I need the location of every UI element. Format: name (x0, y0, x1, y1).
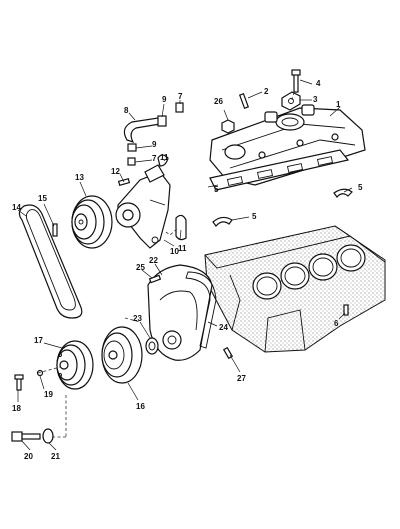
callout-26: 26 (214, 97, 223, 106)
callout-16: 16 (136, 402, 145, 411)
pump-gasket-lower (175, 214, 187, 241)
bolt-25 (148, 274, 162, 284)
water-pump (115, 164, 171, 249)
callout-25: 25 (136, 263, 145, 272)
callout-14: 14 (12, 203, 21, 212)
callout-6: 6 (334, 319, 339, 328)
callout-5b: 5 (358, 183, 363, 192)
leader-lines (17, 79, 353, 451)
engine-block (204, 225, 386, 353)
callout-5c: 5 (252, 212, 257, 221)
manifold-bolt (238, 92, 250, 110)
bolt-18 (16, 377, 22, 391)
callout-9a: 9 (162, 95, 167, 104)
drive-belt (18, 204, 83, 319)
cylinder-bores (252, 244, 366, 300)
callout-3: 3 (313, 95, 318, 104)
water-pump-pulley (71, 195, 113, 249)
callout-11b: 11 (178, 244, 187, 253)
callout-20: 20 (24, 452, 33, 461)
callout-27: 27 (237, 374, 246, 383)
timing-cover (147, 264, 213, 361)
plug-7 (175, 102, 184, 113)
pump-gasket-upper (157, 154, 169, 167)
callout-8: 8 (124, 106, 129, 115)
nut-26 (221, 119, 235, 134)
callout-13: 13 (75, 173, 84, 182)
bolt-20 (11, 431, 41, 442)
stud-bolt (291, 69, 301, 93)
fitting-9 (127, 143, 137, 152)
callout-17: 17 (34, 336, 43, 345)
washer-19 (36, 369, 44, 377)
callout-18: 18 (12, 404, 21, 413)
callout-7b: 7 (152, 154, 157, 163)
bolt-6 (343, 304, 349, 316)
callout-11a: 11 (160, 153, 169, 162)
callout-labels: 1 2 3 4 5 5 5 5 6 7 7 8 9 9 10 11 11 12 … (12, 79, 363, 461)
crank-seal (145, 337, 159, 355)
cover-gasket (185, 271, 217, 349)
callout-23: 23 (133, 314, 142, 323)
callout-7a: 7 (178, 92, 183, 101)
callout-19: 19 (44, 390, 53, 399)
callout-24: 24 (219, 323, 228, 332)
callout-22: 22 (149, 256, 158, 265)
bypass-hose (123, 117, 161, 144)
lifting-bracket (281, 91, 301, 111)
harmonic-balancer (101, 326, 143, 384)
callout-21: 21 (51, 452, 60, 461)
callout-2: 2 (264, 87, 269, 96)
callout-1: 1 (336, 100, 341, 109)
callout-5a: 5 (214, 185, 219, 194)
washer-21 (42, 428, 54, 444)
callout-10: 10 (170, 247, 179, 256)
plug-7b (127, 157, 136, 166)
bolt-15 (52, 223, 58, 237)
intake-manifold (209, 104, 366, 186)
callout-4: 4 (316, 79, 321, 88)
end-seal-right (333, 188, 353, 198)
end-seal-left (212, 216, 233, 227)
callout-12: 12 (111, 167, 120, 176)
crankshaft-pulley (56, 340, 94, 390)
hose-clamp (157, 115, 167, 127)
callout-15: 15 (38, 194, 47, 203)
callout-9b: 9 (152, 140, 157, 149)
assembly-lines (37, 91, 295, 438)
